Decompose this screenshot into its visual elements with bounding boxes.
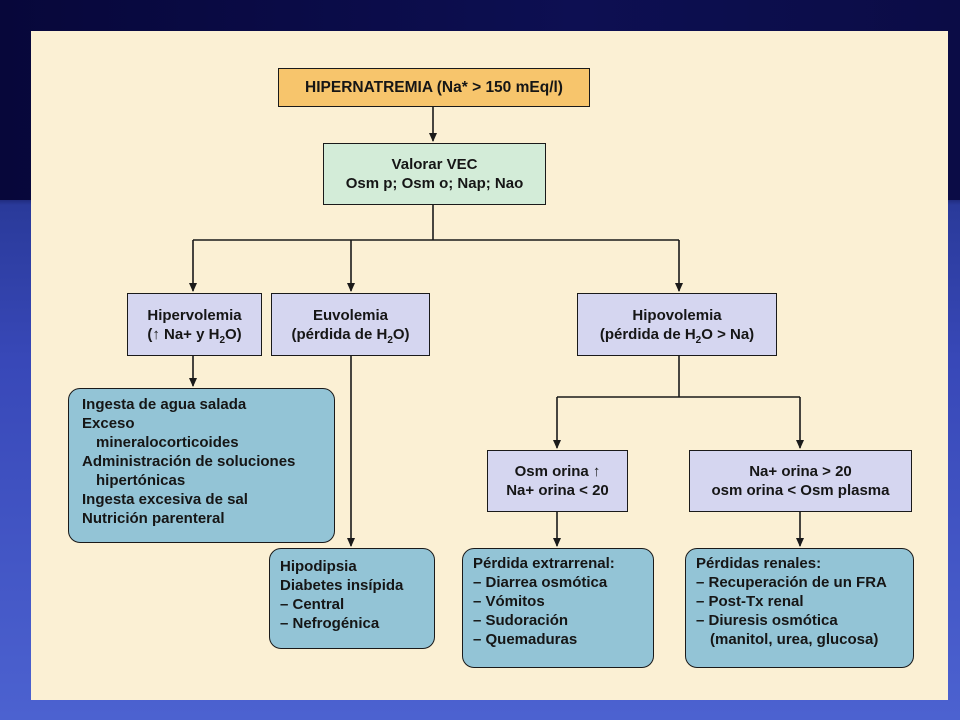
renales-item: – Recuperación de un FRA [696,574,887,591]
renales-item: – Diuresis osmótica [696,612,838,629]
hipervolemia-label: Hipervolemia [147,306,242,324]
osm-orina-box: Osm orina ↑ Na+ orina < 20 [487,450,628,512]
cause-item: Ingesta excesiva de sal [82,491,248,508]
hipovolemia-sub: (pérdida de H2O > Na) [599,325,755,346]
cause-item: Administración de soluciones [82,453,296,470]
hipernatremia-title: HIPERNATREMIA (Na* > 150 mEq/l) [305,79,563,96]
cause-item: Hipodipsia [280,558,357,575]
euvolemia-tail: O [392,325,405,343]
hipovolemia-label: Hipovolemia [632,306,722,324]
renales-box: Pérdidas renales: – Recuperación de un F… [685,548,914,668]
cause-item: Ingesta de agua salada [82,396,247,413]
cause-item: mineralocorticoides [96,434,239,451]
euvolemia-pre: pérdida de H [296,325,388,343]
hipovolemia-tail: O > Na [701,325,750,343]
hipervolemia-sub: (↑ Na+ y H2O) [147,325,242,346]
valorar-vec-box: Valorar VEC Osm p; Osm o; Nap; Nao [323,143,546,205]
cause-item: Diabetes insípida [280,577,404,594]
extrarrenal-item: – Diarrea osmótica [473,574,608,591]
euvolemia-causes-box: Hipodipsia Diabetes insípida – Central –… [269,548,435,649]
hipervolemia-causes-box: Ingesta de agua salada Exceso mineraloco… [68,388,335,543]
hipervolemia-tail: O [225,325,237,343]
osm-orina-text: Osm orina [514,463,589,480]
extrarrenal-item: – Sudoración [473,612,569,629]
cause-item: Exceso [82,415,135,432]
hipervolemia-na: Na+ y H [163,325,220,343]
cause-item: – Central [280,596,345,613]
euvolemia-sub: (pérdida de H2O) [291,325,410,346]
euvolemia-label: Euvolemia [312,306,389,324]
renales-title: Pérdidas renales: [696,555,822,572]
renales-item: (manitol, urea, glucosa) [710,631,879,648]
extrarrenal-item: – Vómitos [473,593,545,610]
cause-item: Nutrición parenteral [82,510,225,527]
hipervolemia-box: Hipervolemia (↑ Na+ y H2O) [127,293,262,356]
na-orina-box: Na+ orina > 20 osm orina < Osm plasma [689,450,912,512]
hipovolemia-pre: pérdida de H [604,325,696,343]
euvolemia-box: Euvolemia (pérdida de H2O) [271,293,430,356]
subscript-2: 2 [387,334,393,346]
na-orina-line1: Na+ orina > 20 [749,463,852,480]
up-arrow-icon: ↑ [152,325,160,343]
na-orina-line2: osm orina < Osm plasma [711,482,890,499]
cause-item: hipertónicas [96,472,186,489]
hipovolemia-box: Hipovolemia (pérdida de H2O > Na) [577,293,777,356]
hipernatremia-title-box: HIPERNATREMIA (Na* > 150 mEq/l) [278,68,590,107]
subscript-2: 2 [695,334,702,346]
extrarrenal-title: Pérdida extrarrenal: [473,555,615,572]
extrarrenal-item: – Quemaduras [473,631,578,648]
valorar-vec-line2: Osm p; Osm o; Nap; Nao [345,175,524,192]
valorar-vec-line1: Valorar VEC [391,156,478,173]
up-arrow-icon: ↑ [592,463,601,480]
cause-item: – Nefrogénica [280,615,380,632]
extrarrenal-box: Pérdida extrarrenal: – Diarrea osmótica … [462,548,654,668]
subscript-2: 2 [219,334,225,346]
osm-orina-line2: Na+ orina < 20 [506,482,609,499]
renales-item: – Post-Tx renal [696,593,804,610]
osm-orina-line1: Osm orina ↑ [515,462,601,481]
